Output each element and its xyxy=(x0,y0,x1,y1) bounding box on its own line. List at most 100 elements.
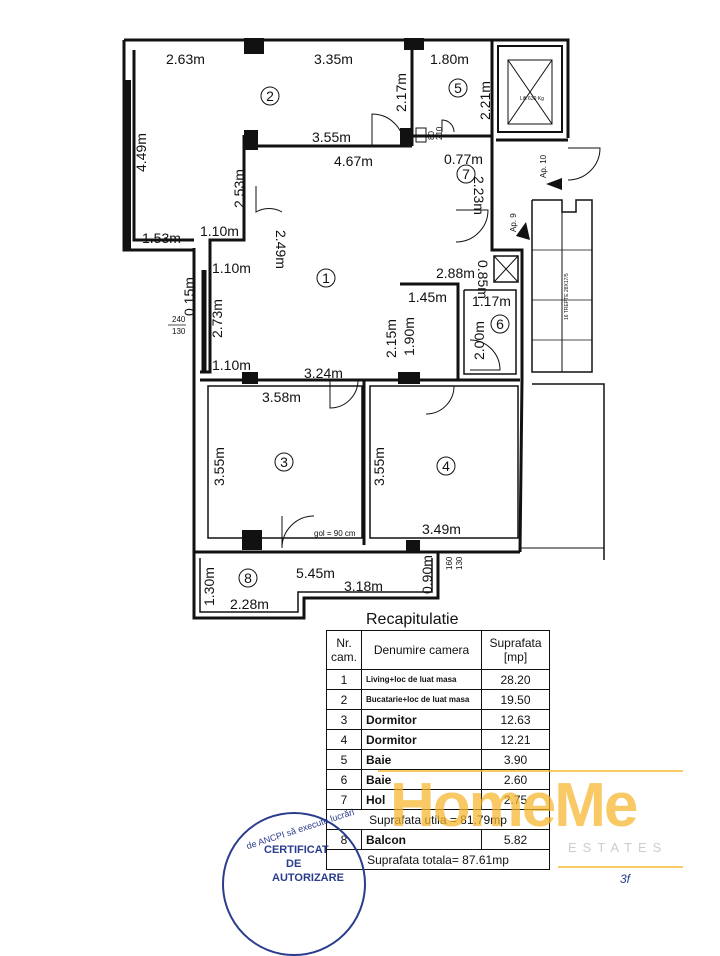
dim-label: 1.53m xyxy=(142,230,181,246)
pillar xyxy=(400,128,412,146)
dim-label: 1.10m xyxy=(212,357,251,373)
door-bath6 xyxy=(469,339,501,371)
table-row: 5 Baie 3.90 xyxy=(326,749,550,770)
stamp-line: AUTORIZARE xyxy=(272,872,344,884)
stamp-line: CERTIFICAT xyxy=(264,844,329,856)
stair-label: 16 TREPTE 28X17/5 xyxy=(564,273,570,320)
dim-label: 3.55m xyxy=(312,129,351,145)
dim-label: 3.55m xyxy=(211,447,227,486)
row-area: 2.60 xyxy=(481,769,550,790)
svg-text:8: 8 xyxy=(244,570,252,586)
row-area: 3.90 xyxy=(481,749,550,770)
svg-text:4: 4 xyxy=(442,458,450,474)
wall-outer-kitchen xyxy=(124,38,570,138)
recap-title: Recapitulatie xyxy=(366,611,459,628)
recap-header-row: Nr. cam. Denumire camera Suprafata [mp] xyxy=(326,630,550,670)
row-nr: 6 xyxy=(326,769,362,790)
pillar xyxy=(404,38,424,50)
watermark-sub: ESTATES xyxy=(568,840,668,855)
table-row: 2 Bucatarie+loc de luat masa 19.50 xyxy=(326,689,550,710)
staircase xyxy=(531,199,593,373)
dim-label: 3.35m xyxy=(314,51,353,67)
row-name: Dormitor xyxy=(360,729,483,750)
floor-plan: 2.63m 3.35m 1.80m 4.49m 2.17m 2.21m 3.55… xyxy=(122,38,605,620)
opening-label: 160 xyxy=(445,556,454,570)
dim-label: 2.88m xyxy=(436,265,475,281)
row-name: Balcon xyxy=(360,829,483,850)
opening-label: 130 xyxy=(455,556,464,570)
room-number-6: 6 xyxy=(490,314,510,334)
dim-label: 1.90m xyxy=(401,317,417,356)
dim-label: 1.17m xyxy=(472,293,511,309)
wall-kitchen-south xyxy=(200,135,246,374)
arrow-ap10-icon xyxy=(546,178,562,190)
opening-label: 130 xyxy=(172,327,186,336)
dim-label: 3.18m xyxy=(344,578,383,594)
room-number-8: 8 xyxy=(238,568,258,588)
col-header-name: Denumire camera xyxy=(360,630,483,670)
table-row: 4 Dormitor 12.21 xyxy=(326,729,550,750)
row-name: Dormitor xyxy=(360,709,483,730)
dim-label: 2.63m xyxy=(166,51,205,67)
room-number-2: 2 xyxy=(260,86,280,106)
watermark: HomeMe ESTATES xyxy=(378,770,683,868)
col-header-area: Suprafata [mp] xyxy=(481,630,550,670)
door-bedroom-4 xyxy=(425,385,455,415)
dim-label: 2.49m xyxy=(273,230,289,269)
door-entrance xyxy=(455,209,489,243)
room-number-7: 7 xyxy=(456,164,476,184)
lift-cabin xyxy=(507,59,553,125)
row-nr: 1 xyxy=(326,669,362,690)
pillar xyxy=(244,130,258,150)
wall-bath6 xyxy=(400,282,460,380)
dim-label: 2.00m xyxy=(471,321,487,360)
dim-label: 2.15m xyxy=(383,319,399,358)
row-nr: 7 xyxy=(326,789,362,810)
dim-label: 3.49m xyxy=(422,521,461,537)
dim-label: 1.45m xyxy=(408,289,447,305)
apartment-label: Ap. 9 xyxy=(509,213,518,232)
wall-balcony-inner xyxy=(199,558,433,613)
lift-label: Lift 630 Kg xyxy=(520,96,544,102)
dim-label: 1.10m xyxy=(200,223,239,239)
row-name: Bucatarie+loc de luat masa xyxy=(360,689,483,710)
recap-table: Nr. cam. Denumire camera Suprafata [mp] … xyxy=(326,630,550,870)
dim-label: 2.28m xyxy=(230,596,269,612)
door-balcony xyxy=(281,515,315,549)
row-area: 28.20 xyxy=(481,669,550,690)
row-area: 19.50 xyxy=(481,689,550,710)
svg-text:5: 5 xyxy=(454,80,462,96)
row-name: Baie xyxy=(360,749,483,770)
svg-text:6: 6 xyxy=(496,316,504,332)
dim-label: 2.23m xyxy=(471,176,487,215)
signature: 3f xyxy=(620,872,631,886)
door-ap10 xyxy=(567,147,601,181)
room-number-4: 4 xyxy=(436,456,456,476)
row-nr: 5 xyxy=(326,749,362,770)
useful-total: Suprafata utila = 81.79mp xyxy=(326,809,550,830)
svg-text:1: 1 xyxy=(322,270,330,286)
arrow-ap9-icon xyxy=(516,222,530,240)
wall-bath6-inner xyxy=(463,289,517,375)
dim-label: 5.45m xyxy=(296,565,335,581)
dim-label: 4.49m xyxy=(133,133,149,172)
pillar xyxy=(406,540,420,552)
opening-label: gol = 90 cm xyxy=(314,529,356,538)
row-area: 12.21 xyxy=(481,729,550,750)
stamp-line: DE xyxy=(286,858,302,870)
row-area: 2.75 xyxy=(481,789,550,810)
dim-label: 1.10m xyxy=(212,260,251,276)
opening-label: 240 xyxy=(172,315,186,324)
door-bedroom-3 xyxy=(329,379,359,409)
dim-label: 3.55m xyxy=(371,447,387,486)
dim-label: 3.24m xyxy=(304,365,343,381)
apartment-label: Ap. 10 xyxy=(539,154,548,178)
row-area: 5.82 xyxy=(481,829,550,850)
watermark-line xyxy=(558,866,683,868)
door-bath5 xyxy=(441,119,455,133)
row-name: Living+loc de luat masa xyxy=(360,669,483,690)
dim-label: 2.21m xyxy=(477,81,493,120)
row-nr: 4 xyxy=(326,729,362,750)
certificate-stamp: de ANCPI să execute lucrări CERTIFICAT D… xyxy=(222,807,366,956)
room-number-1: 1 xyxy=(316,268,336,288)
